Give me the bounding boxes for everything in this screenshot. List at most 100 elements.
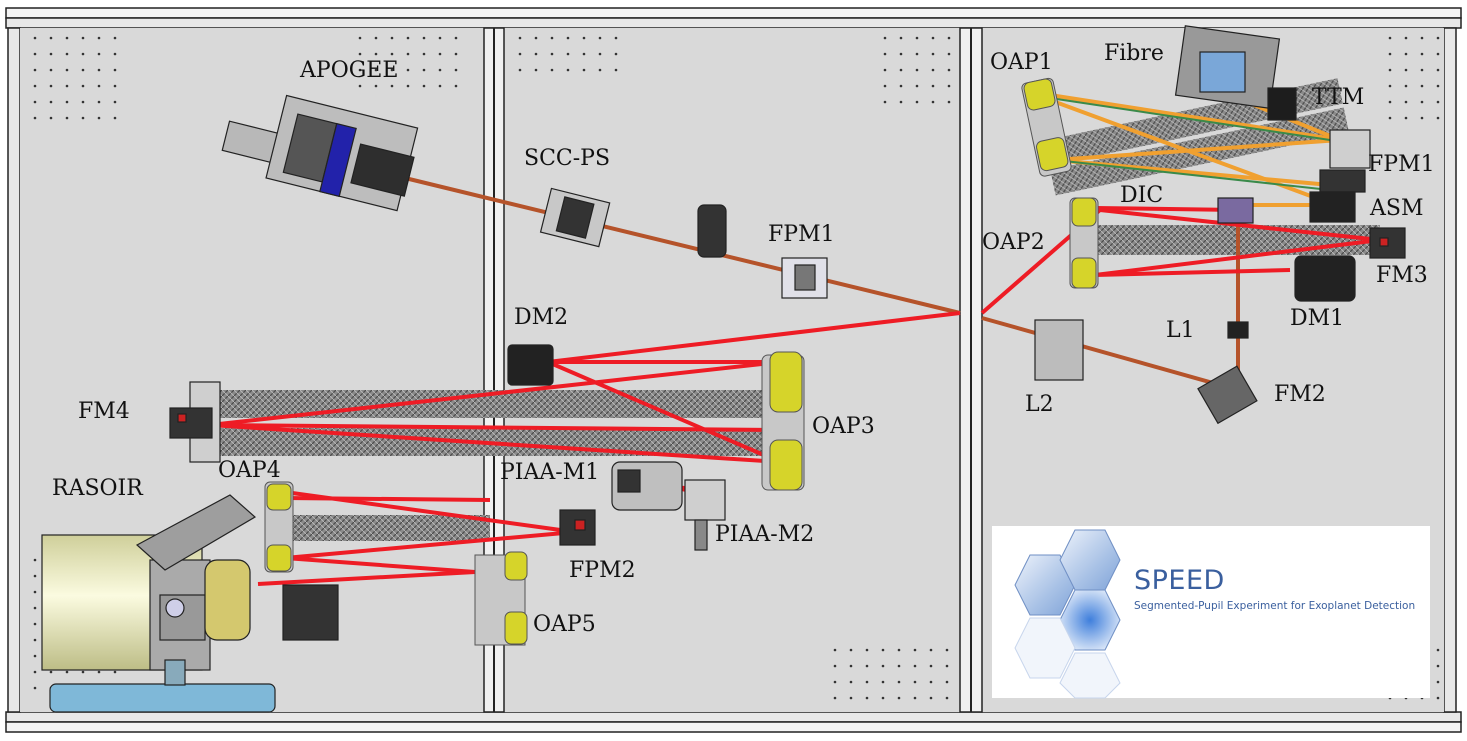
bench-hole [865, 680, 869, 684]
bench-hole [65, 84, 69, 88]
bench-hole [438, 68, 442, 72]
bench-hole [406, 68, 410, 72]
label-asm: ASM [1370, 196, 1424, 221]
bench-hole [358, 36, 362, 40]
label-l1: L1 [1166, 318, 1195, 343]
bench-hole [65, 670, 69, 674]
bench-hole [931, 100, 935, 104]
bench-hole [406, 36, 410, 40]
bench-hole [49, 52, 53, 56]
bench-hole [947, 52, 951, 56]
bench-hole [113, 84, 117, 88]
bench-hole [899, 36, 903, 40]
bench-hole [881, 696, 885, 700]
bench-hole [566, 36, 570, 40]
bench-hole [358, 84, 362, 88]
bench-hole [929, 664, 933, 668]
bench-hole [1404, 52, 1408, 56]
bench-hole [883, 36, 887, 40]
bench-hole [33, 100, 37, 104]
bench-hole [65, 68, 69, 72]
bench-hole [422, 36, 426, 40]
bench-hole [881, 664, 885, 668]
bench-hole [454, 36, 458, 40]
bench-hole [915, 100, 919, 104]
bench-hole [550, 36, 554, 40]
bench-hole [1420, 100, 1424, 104]
bench-hole [881, 648, 885, 652]
bench-hole [438, 36, 442, 40]
laser-beams [209, 83, 1381, 586]
bench-hole [113, 68, 117, 72]
bench-hole [1436, 52, 1440, 56]
bench-hole [913, 648, 917, 652]
bench-hole [390, 84, 394, 88]
bench-hole [915, 84, 919, 88]
bench-hole [81, 100, 85, 104]
bench-hole [598, 52, 602, 56]
bench-hole [897, 664, 901, 668]
label-fm3: FM3 [1376, 263, 1428, 288]
bench-hole [454, 52, 458, 56]
bench-hole [1388, 68, 1392, 72]
bench-hole [113, 116, 117, 120]
bench-hole [849, 664, 853, 668]
logo-title: SPEED [1134, 565, 1225, 596]
bench-hole [883, 52, 887, 56]
bench-hole [931, 36, 935, 40]
bench-hole [598, 36, 602, 40]
bench-hole [534, 36, 538, 40]
label-l2: L2 [1025, 392, 1054, 417]
bench-hole [865, 648, 869, 652]
bench-hole [390, 52, 394, 56]
bench-hole [1436, 100, 1440, 104]
bench-hole [947, 68, 951, 72]
bench-hole [899, 100, 903, 104]
bench-hole [49, 36, 53, 40]
label-scc-ps: SCC-PS [524, 146, 611, 171]
bench-hole [81, 670, 85, 674]
bench-hole [598, 68, 602, 72]
bench-hole [1436, 664, 1440, 668]
bench-hole [65, 52, 69, 56]
bench-hole [1404, 68, 1408, 72]
bench-hole [113, 100, 117, 104]
bench-hole [97, 52, 101, 56]
bench-hole [947, 36, 951, 40]
bench-hole [849, 648, 853, 652]
bench-hole [1436, 68, 1440, 72]
bench-hole [390, 68, 394, 72]
bench-hole [518, 52, 522, 56]
label-rasoir: RASOIR [52, 476, 143, 501]
bench-hole [518, 68, 522, 72]
bench-hole [915, 52, 919, 56]
label-dm1: DM1 [1290, 306, 1345, 331]
bench-hole [33, 590, 37, 594]
bench-hole [358, 68, 362, 72]
bench-hole [1388, 36, 1392, 40]
bench-hole [374, 52, 378, 56]
bench-hole [97, 100, 101, 104]
bench-hole [97, 116, 101, 120]
bench-hole [897, 696, 901, 700]
bench-hole [81, 116, 85, 120]
bench-hole [582, 68, 586, 72]
label-oap5: OAP5 [533, 612, 596, 637]
bench-hole [931, 52, 935, 56]
bench-hole [49, 670, 53, 674]
label-fpm1-right: FPM1 [1368, 152, 1435, 177]
bench-hole [865, 696, 869, 700]
bench-hole [49, 84, 53, 88]
bench-hole [81, 84, 85, 88]
bench-hole [33, 84, 37, 88]
bench-hole [97, 670, 101, 674]
bench-hole [865, 664, 869, 668]
bench-hole [438, 52, 442, 56]
bench-hole [913, 680, 917, 684]
bench-hole [1388, 84, 1392, 88]
label-fpm2: FPM2 [569, 558, 636, 583]
bench-hole [929, 648, 933, 652]
bench-hole [454, 84, 458, 88]
bench-hole [65, 36, 69, 40]
